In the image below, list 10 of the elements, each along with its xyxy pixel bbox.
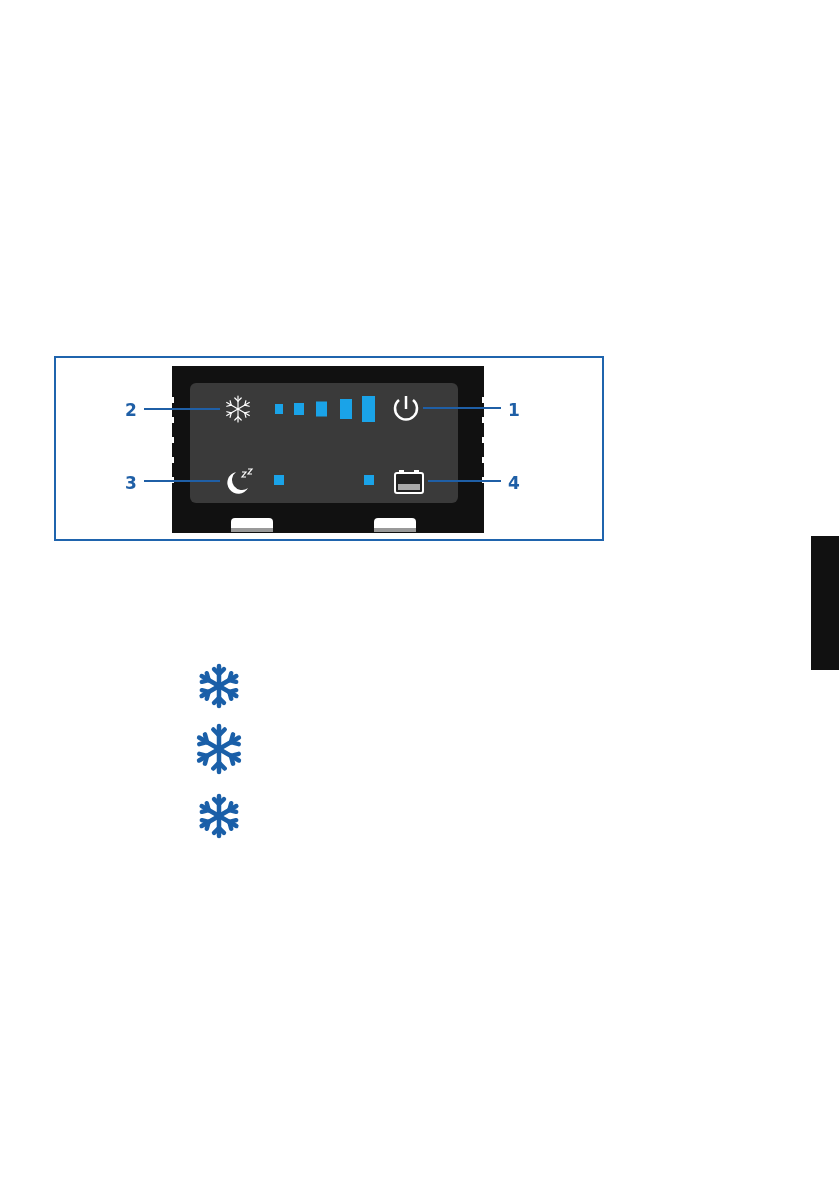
callout-number: 2 xyxy=(120,400,142,420)
leader-line xyxy=(427,480,502,482)
leader-line xyxy=(422,407,502,409)
callout-number: 3 xyxy=(120,473,142,493)
leader-line xyxy=(143,408,221,410)
callout-number: 4 xyxy=(503,473,525,493)
callout-number: 1 xyxy=(503,400,525,420)
leader-line xyxy=(143,480,221,482)
power-icon xyxy=(391,393,421,423)
battery-icon xyxy=(392,467,426,495)
